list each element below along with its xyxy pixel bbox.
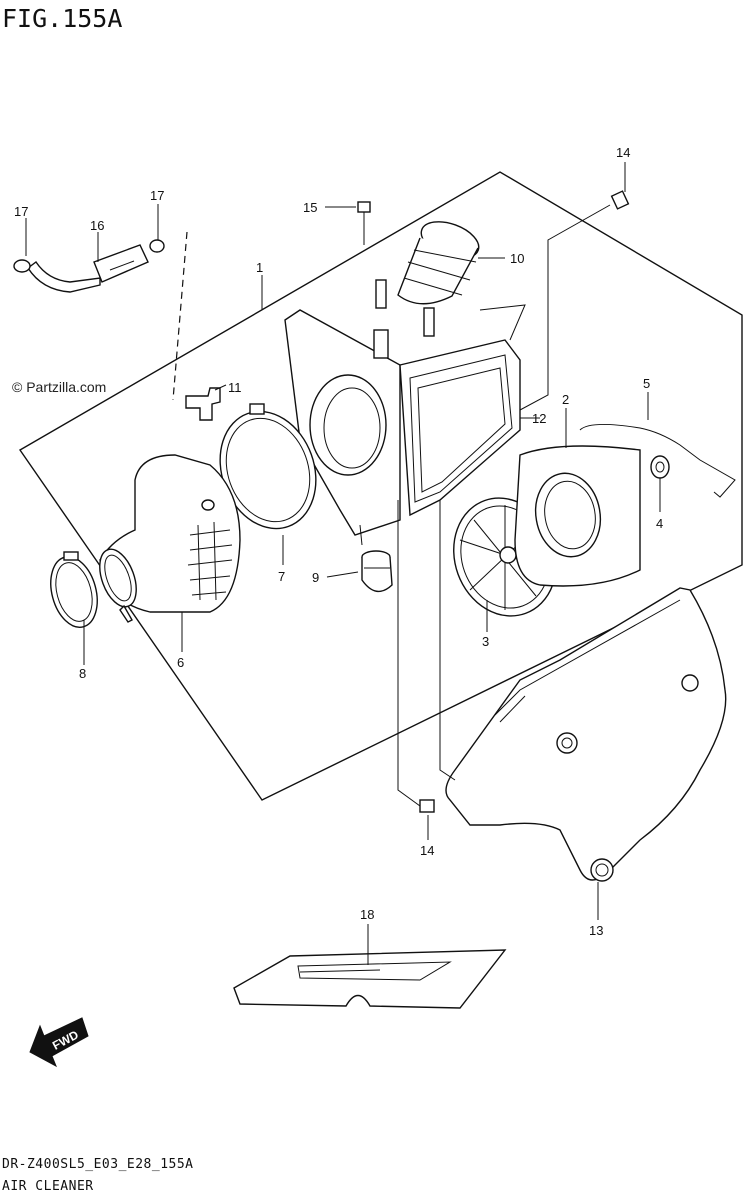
callout-17-right: 17 [150, 188, 164, 203]
callout-5: 5 [643, 376, 650, 391]
breather-joint [185, 387, 221, 421]
wire-clip-5 [579, 424, 736, 498]
figure-caption: AIR CLEANER [2, 1179, 94, 1194]
callout-10: 10 [510, 251, 524, 266]
decal-18 [233, 949, 507, 1009]
assembly-boundary [18, 171, 743, 801]
callout-14-bottom: 14 [420, 843, 434, 858]
drain-cap [361, 550, 393, 593]
callout-11: 11 [228, 380, 242, 395]
callout-9: 9 [312, 570, 319, 585]
callout-6: 6 [177, 655, 184, 670]
breather-group-boundary [172, 231, 188, 401]
watermark: © Partzilla.com [12, 379, 106, 395]
callout-17-left: 17 [14, 204, 28, 219]
callout-12: 12 [532, 411, 546, 426]
screw-14-bottom [397, 500, 435, 813]
callout-1: 1 [256, 260, 263, 275]
callout-14-top: 14 [616, 145, 630, 160]
screw-14-top [519, 190, 630, 411]
intake-boot [397, 221, 480, 305]
side-cover [439, 500, 727, 882]
callout-13: 13 [589, 923, 603, 938]
band-clamp-8 [50, 551, 98, 628]
hose-clamp-left [13, 259, 31, 273]
leader-lines [25, 162, 661, 965]
callout-3: 3 [482, 634, 489, 649]
callout-8: 8 [79, 666, 86, 681]
figure-title: FIG.155A [2, 4, 122, 33]
fwd-arrow: FWD [29, 1017, 89, 1068]
callout-2: 2 [562, 392, 569, 407]
callout-15: 15 [303, 200, 317, 215]
screw-15 [357, 201, 371, 245]
callout-labels: 1 2 3 4 5 6 7 8 9 10 11 12 13 14 14 15 1… [14, 145, 663, 938]
callout-7: 7 [278, 569, 285, 584]
air-cleaner-case [284, 279, 526, 546]
washer-4 [650, 455, 670, 479]
callout-4: 4 [656, 516, 663, 531]
filter-element [514, 445, 641, 587]
callout-18: 18 [360, 907, 374, 922]
hose-clamp-right [149, 239, 165, 253]
breather-hose [27, 244, 149, 293]
intake-duct [99, 454, 241, 623]
model-code: DR-Z400SL5_E03_E28_155A [2, 1157, 194, 1172]
callout-16: 16 [90, 218, 104, 233]
